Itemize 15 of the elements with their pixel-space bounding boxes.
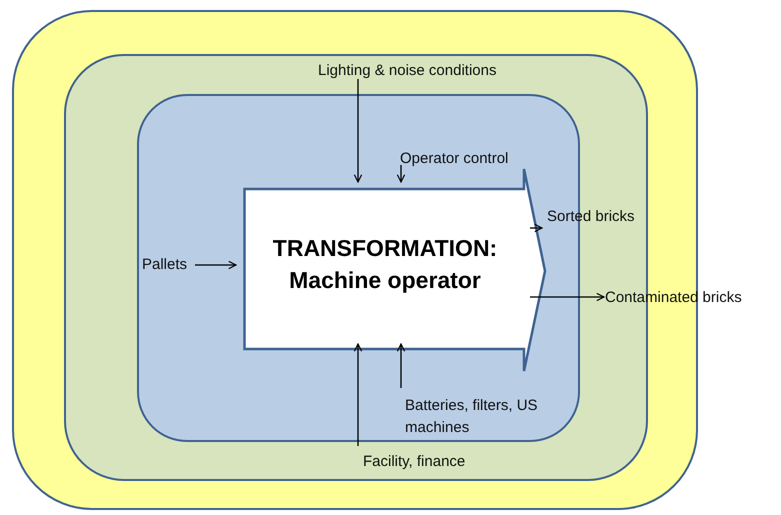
flow-label: Lighting & noise conditions [318,60,558,82]
flow-label: Operator control [400,148,550,170]
process-arrow-box [243,168,547,372]
arrow [396,165,406,183]
outer-region [12,10,698,510]
arrow [530,292,605,302]
flow-label: Batteries, filters, US machines [405,395,540,439]
flow-label: Pallets [142,254,200,276]
arrow [530,224,543,232]
arrow [195,260,237,270]
process-title: TRANSFORMATION: Machine operator [272,234,498,295]
arrow [396,343,406,388]
arrow [354,79,362,183]
arrow [354,343,362,446]
flow-label: Facility, finance [363,451,503,473]
